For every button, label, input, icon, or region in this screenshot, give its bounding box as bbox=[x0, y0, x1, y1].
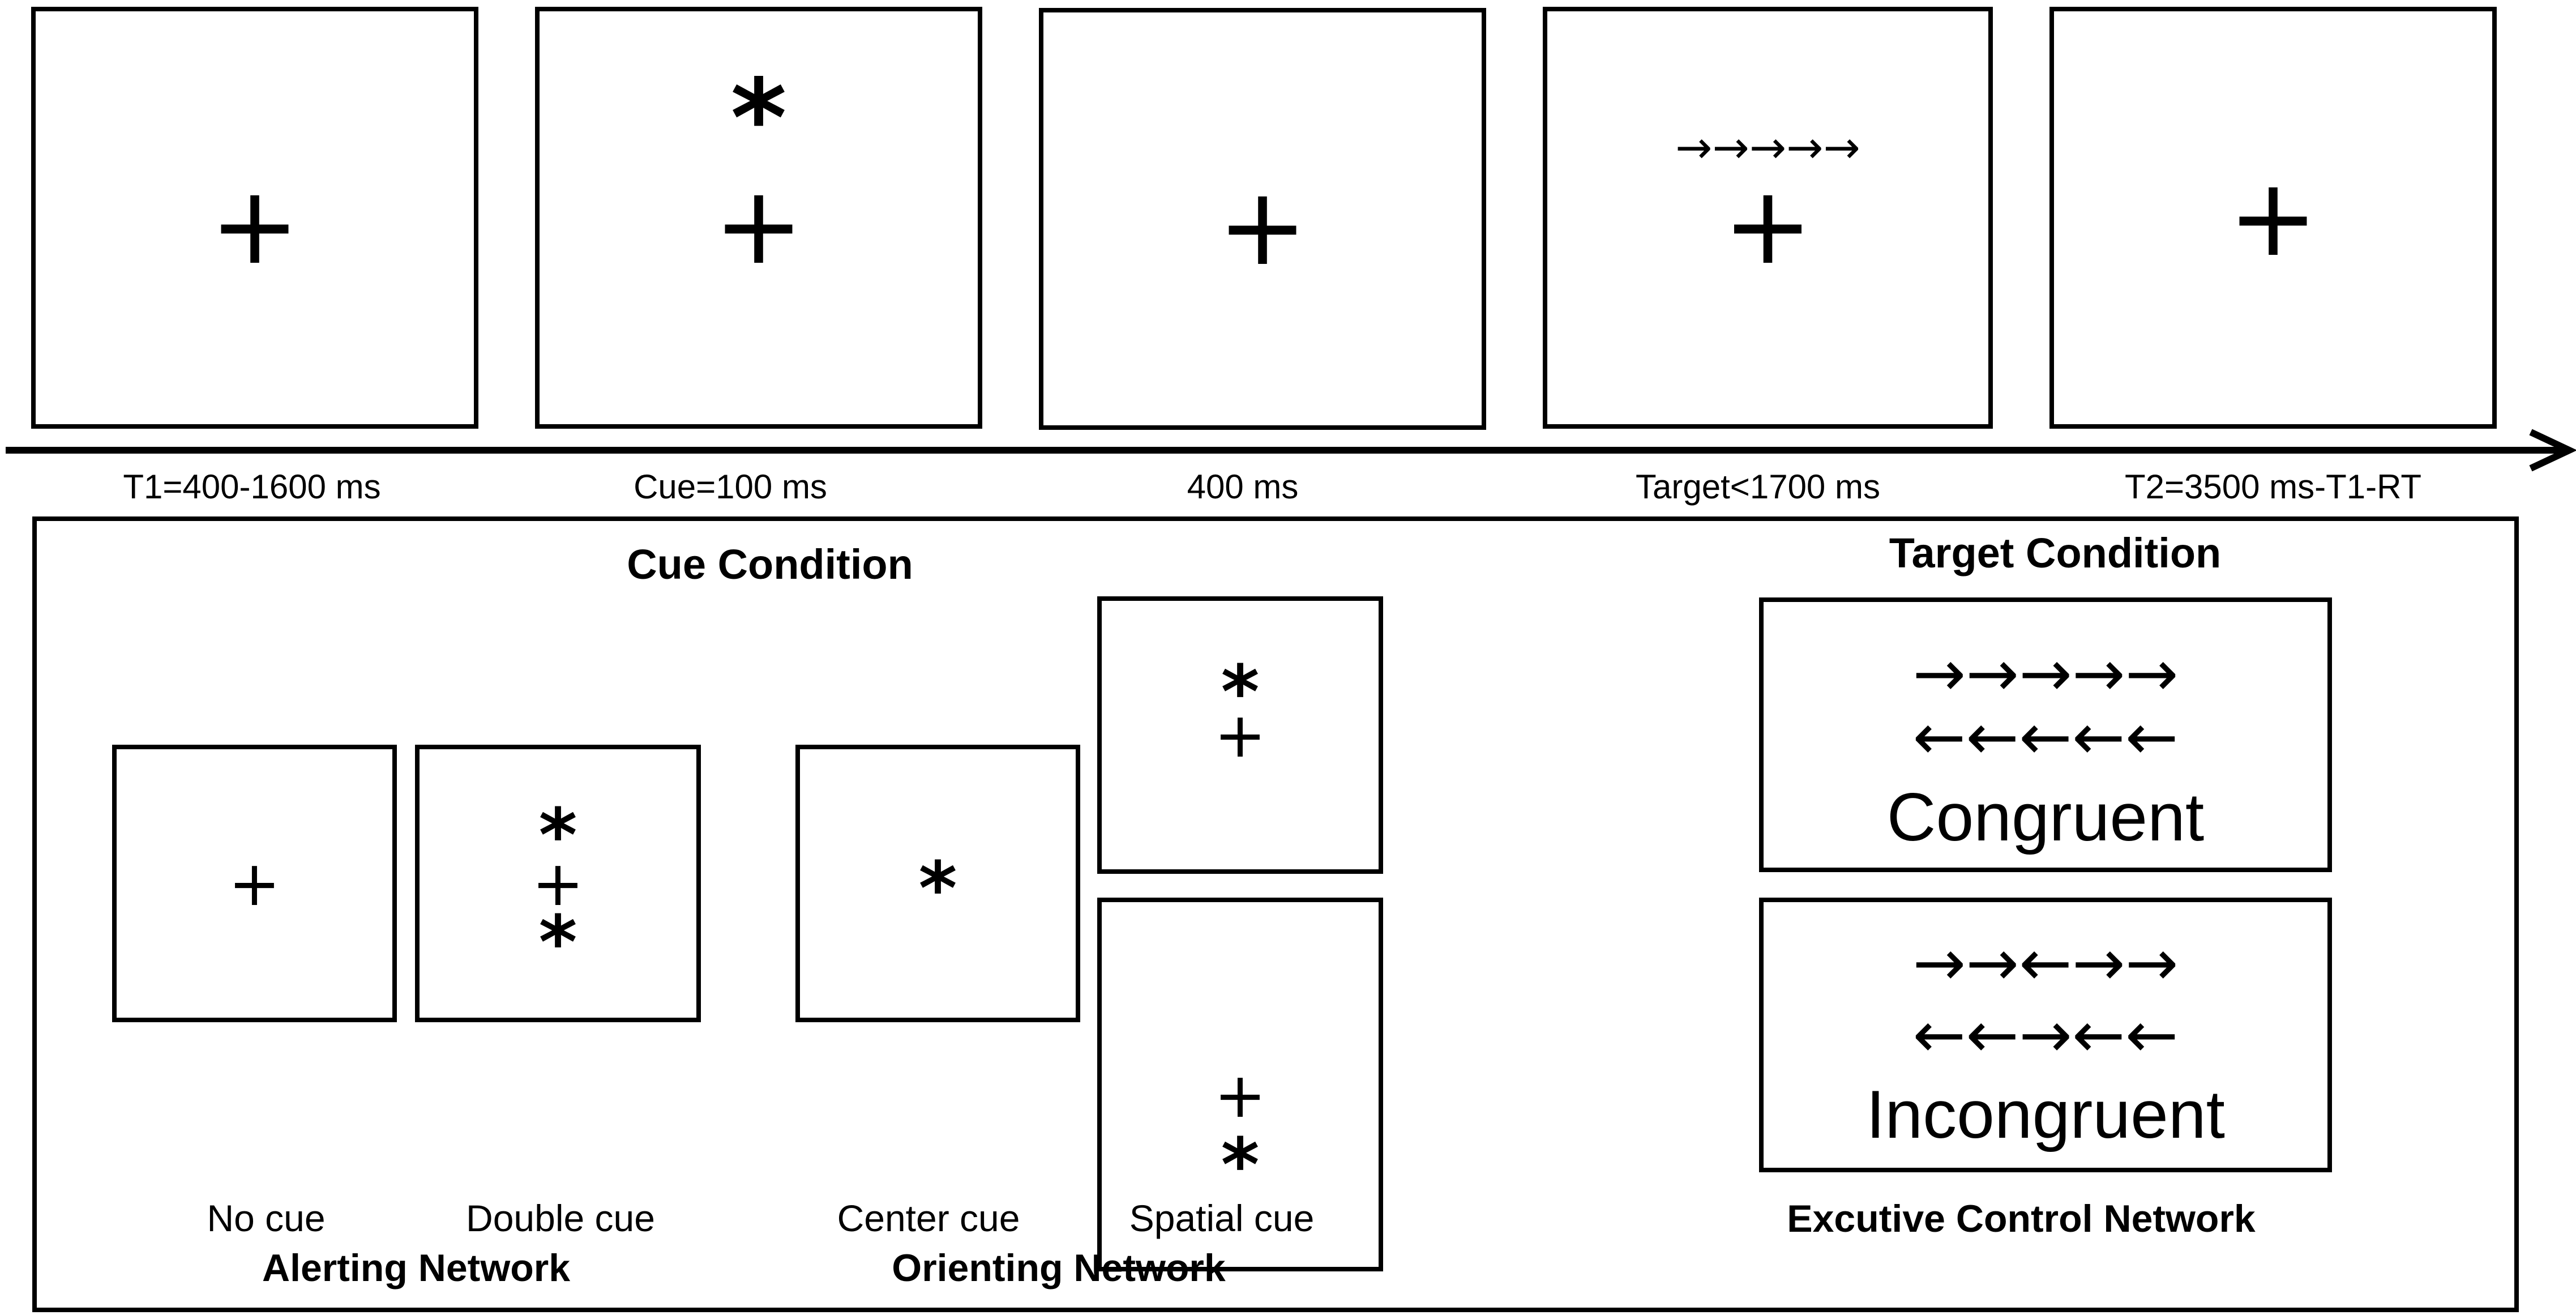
incongruent-arrows-row1: →→←→→ bbox=[1912, 926, 2179, 1000]
timeline-label-cue: Cue=100 ms bbox=[634, 468, 827, 506]
double-cue-asterisk-bottom: * bbox=[538, 899, 577, 986]
congruent-frame: →→→→→ ←←←←← Congruent bbox=[1759, 597, 2332, 872]
double-cue-label: Double cue bbox=[466, 1197, 655, 1239]
congruent-arrows-row1: →→→→→ bbox=[1912, 637, 2179, 711]
fixation-cross: + bbox=[1214, 1059, 1266, 1132]
target-condition-title: Target Condition bbox=[1889, 530, 2222, 577]
fixation-cross: + bbox=[1722, 163, 1813, 289]
incongruent-label: Incongruent bbox=[1866, 1077, 2225, 1153]
alerting-network-label: Alerting Network bbox=[262, 1246, 571, 1290]
no-cue-label: No cue bbox=[207, 1197, 326, 1239]
fixation-cross: + bbox=[1217, 164, 1308, 290]
center-cue-asterisk: * bbox=[918, 846, 957, 932]
congruent-label: Congruent bbox=[1886, 779, 2205, 855]
timeline-label-t1: T1=400-1600 ms bbox=[123, 468, 381, 506]
spatial-cue-frame-top: * + bbox=[1097, 596, 1383, 874]
conditions-panel bbox=[32, 516, 2519, 1312]
spatial-cue-asterisk: * bbox=[1221, 649, 1260, 736]
fixation-cross: + bbox=[228, 847, 281, 920]
timeline-label-interval: 400 ms bbox=[1187, 468, 1299, 506]
timeline-frame-fixation: + bbox=[31, 7, 478, 429]
incongruent-arrows-row2: ←←→←← bbox=[1912, 998, 2179, 1072]
executive-control-network-label: Excutive Control Network bbox=[1787, 1197, 2256, 1240]
fixation-cross: + bbox=[532, 847, 584, 920]
no-cue-frame: + bbox=[112, 745, 397, 1022]
incongruent-frame: →→←→→ ←←→←← Incongruent bbox=[1759, 898, 2332, 1172]
fixation-cross: + bbox=[2228, 155, 2318, 280]
congruent-arrows-row2: ←←←←← bbox=[1912, 701, 2179, 775]
double-cue-frame: * + * bbox=[415, 745, 701, 1022]
cue-condition-title: Cue Condition bbox=[627, 541, 913, 588]
target-arrows: →→→→→ bbox=[1675, 122, 1860, 173]
center-cue-frame: * bbox=[795, 745, 1080, 1022]
timeline-frame-target: →→→→→ + bbox=[1543, 7, 1993, 429]
center-cue-label: Center cue bbox=[837, 1197, 1020, 1239]
timeline-label-t2: T2=3500 ms-T1-RT bbox=[2124, 468, 2422, 506]
orienting-network-label: Orienting Network bbox=[892, 1246, 1226, 1290]
spatial-cue-label: Spatial cue bbox=[1129, 1197, 1315, 1239]
timeline-label-target: Target<1700 ms bbox=[1636, 468, 1880, 506]
cue-asterisk: * bbox=[730, 55, 787, 181]
fixation-cross: + bbox=[713, 163, 804, 289]
timeline-arrow bbox=[6, 429, 2576, 472]
fixation-cross: + bbox=[209, 163, 300, 289]
fixation-cross: + bbox=[1214, 699, 1266, 771]
double-cue-asterisk-top: * bbox=[538, 792, 577, 878]
timeline-frame-cue: * + bbox=[535, 7, 982, 429]
timeline-frame-interval: + bbox=[1039, 8, 1486, 430]
timeline-frame-post: + bbox=[2049, 7, 2497, 429]
spatial-cue-frame-bottom: + * bbox=[1097, 898, 1383, 1271]
spatial-cue-asterisk: * bbox=[1221, 1121, 1260, 1208]
